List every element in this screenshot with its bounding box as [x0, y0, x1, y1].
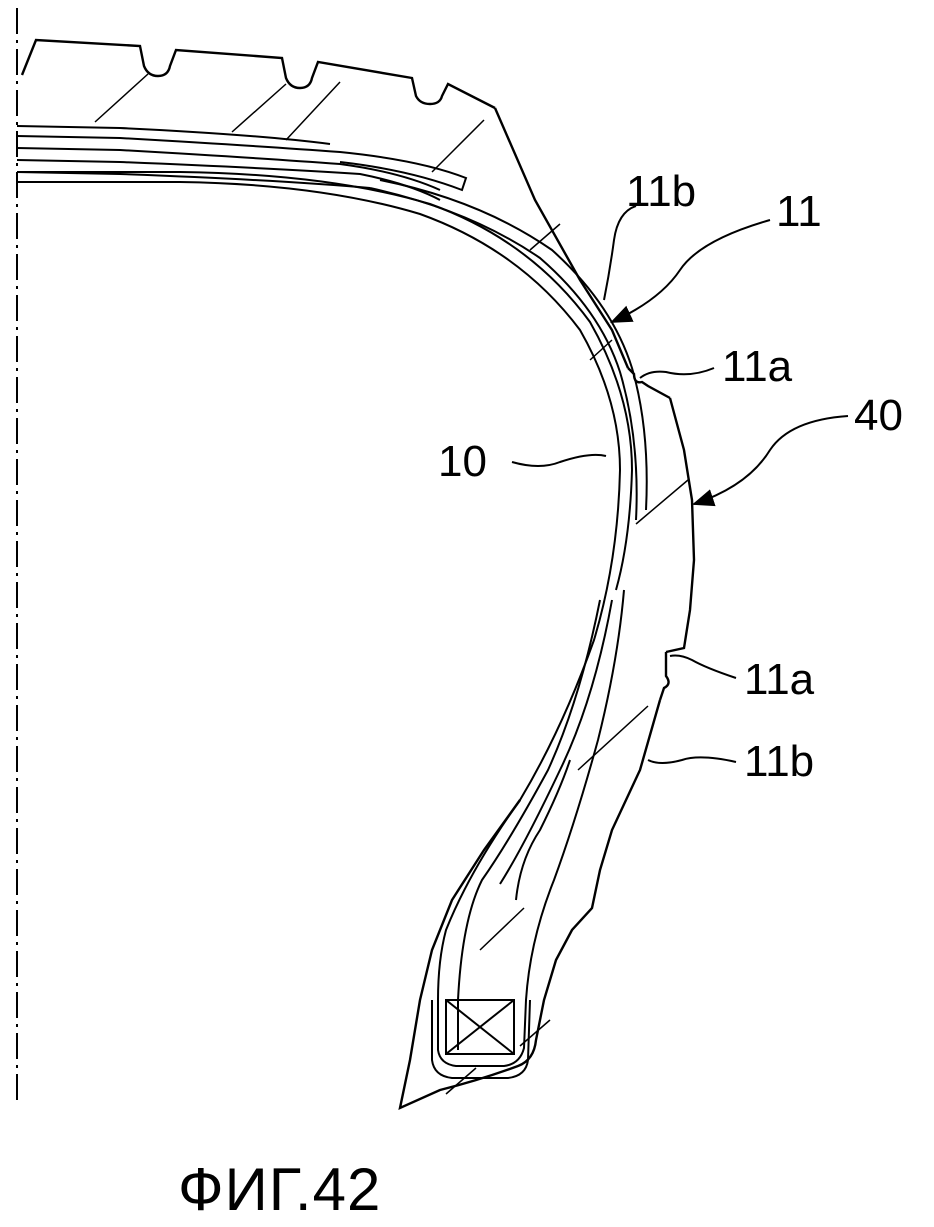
label-11b-lower: 11b [744, 737, 815, 786]
leader-11a-upper [640, 368, 714, 378]
leader-11a-lower [670, 656, 736, 679]
label-11b-upper: 11b [626, 167, 697, 216]
label-11a-lower: 11a [744, 655, 815, 704]
label-11a-upper: 11a [722, 342, 793, 391]
carcass-layers [17, 172, 647, 1066]
leader-40 [691, 416, 848, 507]
bead-core [432, 999, 530, 1078]
label-11: 11 [776, 187, 822, 236]
section-hatching [95, 74, 688, 1094]
upper-sidewall-outline [495, 108, 628, 368]
label-panel-outline [666, 398, 694, 652]
lower-groove [660, 652, 669, 700]
label-40: 40 [854, 391, 903, 440]
figure-caption: ФИГ.42 [178, 1156, 382, 1223]
tread-outline [22, 40, 495, 108]
belt-layers [17, 126, 466, 200]
leader-10 [512, 455, 606, 466]
label-10: 10 [438, 437, 487, 486]
leader-11b-upper [604, 206, 636, 300]
leader-lines [512, 206, 848, 763]
lower-sidewall-outline [400, 700, 660, 1108]
leader-11b-lower [648, 757, 736, 763]
leader-11 [610, 220, 770, 323]
